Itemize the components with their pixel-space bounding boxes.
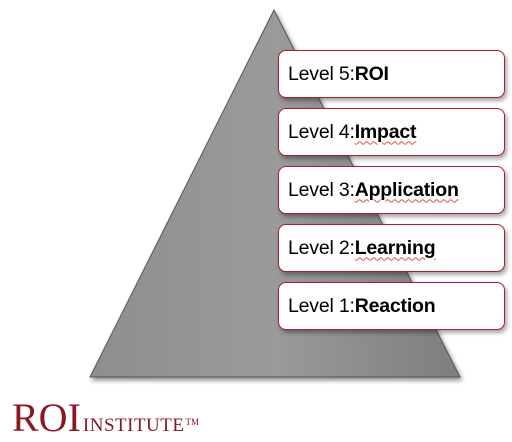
level-name: Learning bbox=[354, 236, 436, 259]
level-prefix: Level 3: bbox=[288, 178, 355, 201]
level-prefix: Level 5: bbox=[288, 62, 355, 85]
logo-roi-text: ROI bbox=[12, 395, 81, 440]
level-prefix: Level 2: bbox=[288, 236, 355, 259]
logo-institute-text: INSTITUTE bbox=[82, 415, 185, 436]
level-name: Application bbox=[354, 178, 459, 201]
level-box-5: Level 5: ROI bbox=[278, 50, 505, 98]
logo-trademark: TM bbox=[185, 416, 199, 427]
level-box-4: Level 4: Impact bbox=[278, 108, 505, 156]
level-box-2: Level 2: Learning bbox=[278, 224, 505, 272]
level-box-3: Level 3: Application bbox=[278, 166, 505, 214]
level-name: Impact bbox=[354, 120, 417, 143]
level-name: Reaction bbox=[354, 294, 436, 317]
level-name: ROI bbox=[354, 62, 389, 85]
level-prefix: Level 1: bbox=[288, 294, 355, 317]
level-prefix: Level 4: bbox=[288, 120, 355, 143]
level-box-1: Level 1: Reaction bbox=[278, 282, 505, 330]
